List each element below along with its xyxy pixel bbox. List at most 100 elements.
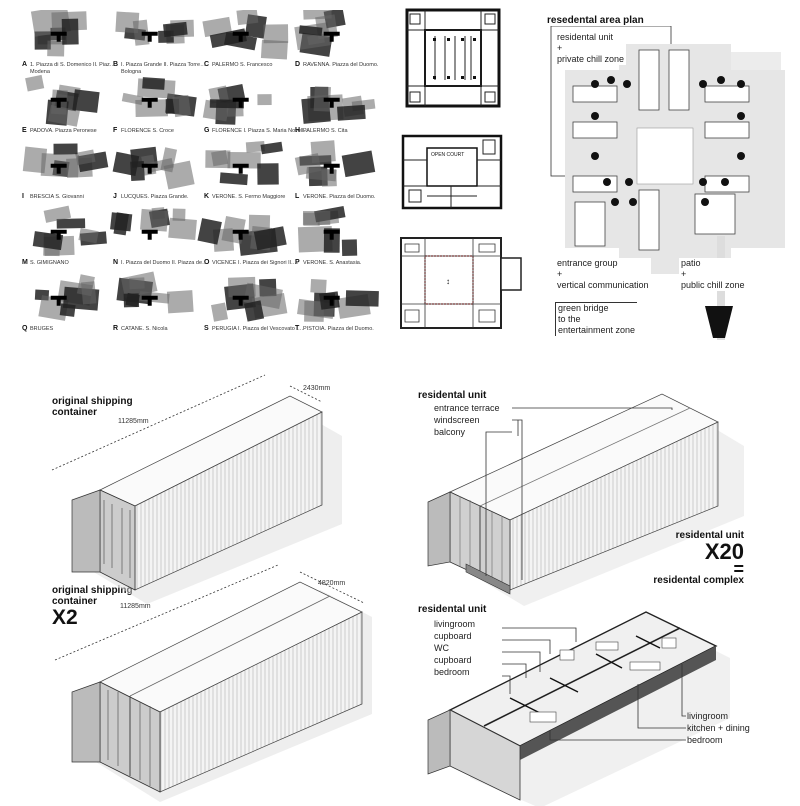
equation-line1: residental unit [675, 530, 744, 541]
piazza-caption: FLORENCE I. Piazza S. Maria Novell… [212, 128, 309, 134]
callout-windscreen: windscreen [434, 415, 480, 425]
area-plan [550, 26, 785, 340]
equation-line4: residental complex [653, 575, 744, 586]
piazza-caption: PERUGIA I. Piazza del Vescovato I… [212, 326, 303, 332]
piazza-letter: B [113, 61, 118, 68]
plan-dot [591, 152, 599, 160]
callout-livingroom: livingroom [434, 619, 476, 629]
piazza-letter: M [22, 259, 28, 266]
plan-dot [699, 178, 707, 186]
plan-unit-module [574, 201, 606, 247]
callout-cupboard-1: cupboard [434, 631, 472, 641]
piazza-caption: FLORENCE S. Croce [121, 128, 174, 134]
plan-dot [717, 76, 725, 84]
callout-entrance-terrace: entrance terrace [434, 403, 500, 413]
piazza-letter: N [113, 259, 118, 266]
plan-dot [699, 80, 707, 88]
piazza-letter: P [295, 259, 300, 266]
area-label-bridge: green bridge to the entertainment zone [555, 302, 638, 336]
piazza-letter: O [204, 259, 210, 266]
piazza-letter: C [204, 61, 209, 68]
unit-interior-left-callouts: livingroom cupboard WC cupboard bedroom [434, 618, 475, 678]
plan-dot [603, 178, 611, 186]
piazza-caption: S. GIMIGNANO [30, 260, 70, 266]
piazza-letter: T [295, 325, 300, 332]
unit-interior-right-callouts: livingroom kitchen + dining bedroom [687, 710, 750, 746]
callout-livingroom-right: livingroom [687, 711, 729, 721]
callout-balcony: balcony [434, 427, 466, 437]
callout-bedroom-right: bedroom [687, 735, 723, 745]
piazza-city: Bologna [121, 69, 142, 75]
plan-unit-module [694, 193, 736, 235]
piazza-caption: RAVENNA. Piazza del Duomo. [303, 62, 379, 68]
container-double [54, 564, 372, 802]
piazza-letter: A [22, 61, 27, 68]
open-court-label: OPEN COURT [431, 152, 464, 158]
plan-dot [721, 178, 729, 186]
double-length: 11285mm [120, 603, 151, 610]
plan-dot [701, 198, 709, 206]
piazza-letter: L [295, 193, 300, 200]
plan-dot [737, 80, 745, 88]
piazza-caption: BRUGES [30, 326, 54, 332]
unit-exterior-callouts: entrance terrace windscreen balcony [434, 402, 500, 438]
piazza-caption: BRESCIA S. Giovanni [30, 194, 84, 200]
piazza-caption: VERONE. Piazza del Duomo. [303, 194, 376, 200]
piazza-caption: PALERMO S. Cita [303, 128, 348, 134]
equation-equals: = [733, 559, 744, 579]
piazza-caption: VERONE. S. Anastasia. [303, 260, 362, 266]
plan-dot [625, 178, 633, 186]
area-label-unit: residental unit + private chill zone [555, 32, 627, 65]
piazza-letter: R [113, 325, 118, 332]
plan-unit-module [704, 85, 750, 103]
court-plan-2: OPEN COURT [401, 134, 503, 210]
unit-exterior-title: residental unit [418, 390, 487, 401]
piazza-letter: D [295, 61, 300, 68]
plans-panel: OPEN COURT ↕ resedental area plan [395, 0, 790, 340]
plan-unit-module [638, 189, 660, 251]
piazza-letter: S [204, 325, 209, 332]
container-single-title: original shipping container [52, 396, 133, 418]
double-width: 4820mm [318, 580, 345, 587]
court-plans: OPEN COURT ↕ [400, 8, 522, 329]
piazza-letter: I [22, 193, 24, 200]
containers-drawing: 11285mm 2430mm 11285mm 4820mm [51, 374, 372, 802]
piazza-caption: 1. Piazza di S. Domenico II. Piaz… [30, 62, 115, 68]
court-plan-1 [405, 8, 501, 108]
multiplier-x2: X2 [52, 606, 78, 629]
plan-unit-module [668, 49, 690, 111]
piazza-letter: J [113, 193, 117, 200]
piazza-letter: Q [22, 325, 28, 332]
piazza-letter: F [113, 127, 118, 134]
plan-dot [611, 198, 619, 206]
piazza-caption: PADOVA. Piazza Peronese [30, 128, 97, 134]
unit-exterior [427, 393, 744, 606]
plan-unit-module [572, 121, 618, 139]
complex-equation: residental unit X20 = residental complex [640, 530, 744, 586]
area-label-patio: patio + public chill zone [679, 258, 747, 291]
unit-drawing [427, 393, 744, 806]
plan-dot [737, 152, 745, 160]
callout-cupboard-2: cupboard [434, 655, 472, 665]
area-plan-title: resedental area plan [547, 15, 644, 26]
unit-interior [427, 611, 730, 806]
single-width: 2430mm [303, 385, 330, 392]
svg-text:↕: ↕ [446, 277, 450, 286]
piazza-caption: PISTOIA. Piazza del Duomo. [303, 326, 374, 332]
piazza-caption: VICENCE I. Piazza dei Signori II.… [212, 260, 298, 266]
